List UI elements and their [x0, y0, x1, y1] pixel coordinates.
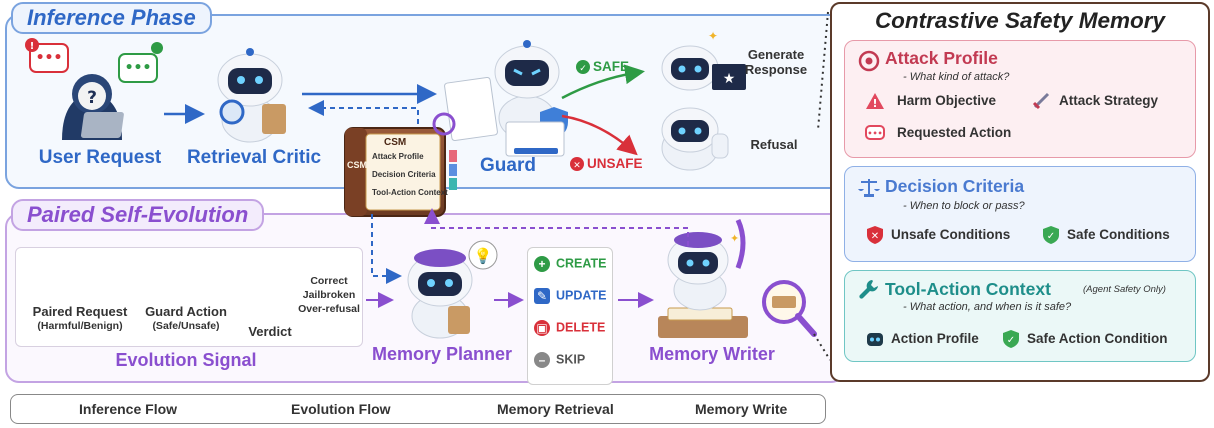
csm-book-icon: [344, 112, 457, 217]
harm-objective-item: Harm Objective: [897, 93, 997, 108]
svg-text:?: ?: [87, 88, 97, 108]
decision-criteria-question: - When to block or pass?: [903, 200, 1025, 212]
action-create: +CREATE: [534, 256, 606, 272]
robot-face-icon: [867, 333, 883, 346]
svg-text:✕: ✕: [573, 161, 581, 171]
legend-memory-write: Memory Write: [695, 401, 788, 417]
guard-robot-icon: [444, 40, 568, 157]
inference-flow-arrows: [164, 84, 437, 124]
safe-unsafe-arrows: ✓ ✕: [561, 60, 645, 171]
attack-profile-question: - What kind of attack?: [903, 71, 1010, 83]
requested-action-item: Requested Action: [897, 125, 1012, 140]
csm-panel-title: Contrastive Safety Memory: [874, 8, 1166, 33]
svg-text:✓: ✓: [579, 64, 587, 74]
sword-icon: [1032, 92, 1050, 110]
book-title: CSM: [384, 137, 407, 148]
verdict-types-label: Correct Jailbroken Over-refusal: [298, 275, 360, 315]
magnifier-book-icon: [762, 280, 817, 337]
evolution-signal-label: Evolution Signal: [115, 350, 257, 370]
action-skip: –SKIP: [534, 352, 585, 368]
unsafe-shield-icon: ✕: [867, 226, 883, 244]
book-item-decision-criteria: Decision Criteria: [372, 170, 436, 179]
tool-action-context-title: Tool-Action Context: [885, 279, 1051, 299]
action-update: ✎UPDATE: [534, 288, 606, 304]
svg-text:★: ★: [723, 71, 736, 87]
safe-shield-icon: ✓: [1003, 330, 1019, 348]
safe-speech-bubble-icon: •••: [118, 42, 163, 83]
evolution-signal-box: [15, 247, 363, 347]
guard-action-sublabel: (Safe/Unsafe): [152, 320, 220, 332]
decision-criteria-card: Decision Criteria - When to block or pas…: [844, 166, 1196, 262]
paired-request-label: Paired Request: [32, 304, 128, 319]
memory-retrieval-arrows: [308, 100, 419, 284]
attack-profile-title: Attack Profile: [885, 48, 998, 68]
hacker-user-icon: ?: [62, 74, 124, 140]
unsafe-conditions-item: Unsafe Conditions: [891, 227, 1011, 242]
plus-icon: +: [534, 256, 550, 272]
refusal-robot-icon: [661, 107, 729, 171]
legend-evolution-flow: Evolution Flow: [291, 401, 391, 417]
svg-text:✦: ✦: [730, 232, 739, 245]
guard-action-label: Guard Action: [145, 304, 227, 319]
legend-inference-flow: Inference Flow: [79, 401, 178, 417]
balance-scale-icon: [858, 179, 880, 197]
edit-icon: ✎: [534, 288, 550, 304]
svg-text:✓: ✓: [1007, 335, 1015, 346]
unsafe-label: UNSAFE: [587, 156, 643, 171]
decision-criteria-title: Decision Criteria: [885, 176, 1025, 196]
action-delete: ▣DELETE: [534, 320, 605, 336]
memory-action-list: +CREATE ✎UPDATE ▣DELETE –SKIP: [527, 247, 613, 385]
book-item-tool-action-context: Tool-Action Context: [372, 188, 448, 197]
panel-connector-top: [817, 11, 829, 131]
guard-label: Guard: [480, 155, 536, 176]
safe-action-condition-item: Safe Action Condition: [1027, 331, 1168, 346]
agent-safety-only-note: (Agent Safety Only): [1083, 284, 1166, 295]
attack-strategy-item: Attack Strategy: [1059, 93, 1159, 108]
user-request-label: User Request: [38, 147, 162, 168]
target-icon: [858, 50, 880, 72]
action-profile-item: Action Profile: [891, 331, 979, 346]
retrieval-critic-label: Retrieval Critic: [186, 147, 322, 168]
generate-response-label: Generate Response: [744, 47, 808, 77]
attack-profile-card: Attack Profile - What kind of attack? ! …: [844, 40, 1196, 158]
alert-speech-bubble-icon: ••• !: [25, 38, 69, 73]
svg-text:✕: ✕: [871, 231, 879, 242]
safe-conditions-item: Safe Conditions: [1067, 227, 1170, 242]
retrieval-critic-robot-icon: [217, 48, 286, 143]
memory-write-arrow: [424, 208, 689, 246]
wrench-icon: [859, 280, 878, 299]
contrastive-safety-memory-panel: Contrastive Safety Memory Attack Profile…: [830, 2, 1210, 382]
flow-legend: Inference Flow Evolution Flow Memory Ret…: [10, 394, 826, 424]
memory-planner-label: Memory Planner: [371, 344, 513, 364]
svg-text:✦: ✦: [708, 29, 718, 43]
svg-text:✓: ✓: [1047, 231, 1055, 242]
svg-text:!: !: [30, 41, 35, 52]
book-spine: CSM: [347, 160, 367, 170]
svg-text:!: !: [872, 97, 877, 110]
warning-icon: !: [866, 93, 884, 110]
paired-request-sublabel: (Harmful/Benign): [37, 320, 123, 332]
memory-planner-robot-icon: 💡: [407, 240, 498, 339]
minus-icon: –: [534, 352, 550, 368]
tool-action-context-card: Tool-Action Context (Agent Safety Only) …: [844, 270, 1196, 362]
book-item-attack-profile: Attack Profile: [372, 152, 424, 161]
safe-label: SAFE: [593, 59, 630, 74]
chat-bubble-icon: •••: [865, 125, 885, 140]
verdict-label: Verdict: [248, 324, 292, 339]
paired-self-evolution-title: Paired Self-Evolution: [11, 199, 265, 231]
svg-text:•••: •••: [867, 129, 882, 138]
refusal-label: Refusal: [750, 137, 798, 152]
memory-writer-label: Memory Writer: [649, 344, 775, 364]
tool-action-context-question: - What action, and when is it safe?: [903, 301, 1072, 313]
svg-text:•••: •••: [36, 50, 63, 66]
inference-phase-title: Inference Phase: [11, 2, 212, 34]
memory-writer-robot-icon: ✦: [658, 218, 748, 338]
panel-connector-bottom: [813, 333, 831, 361]
legend-memory-retrieval: Memory Retrieval: [497, 401, 614, 417]
svg-text:•••: •••: [125, 60, 152, 76]
responder-robot-icon: ★ ✦: [661, 29, 746, 91]
safe-shield-icon: ✓: [1043, 226, 1059, 244]
svg-text:💡: 💡: [474, 247, 493, 265]
trash-icon: ▣: [534, 320, 550, 336]
